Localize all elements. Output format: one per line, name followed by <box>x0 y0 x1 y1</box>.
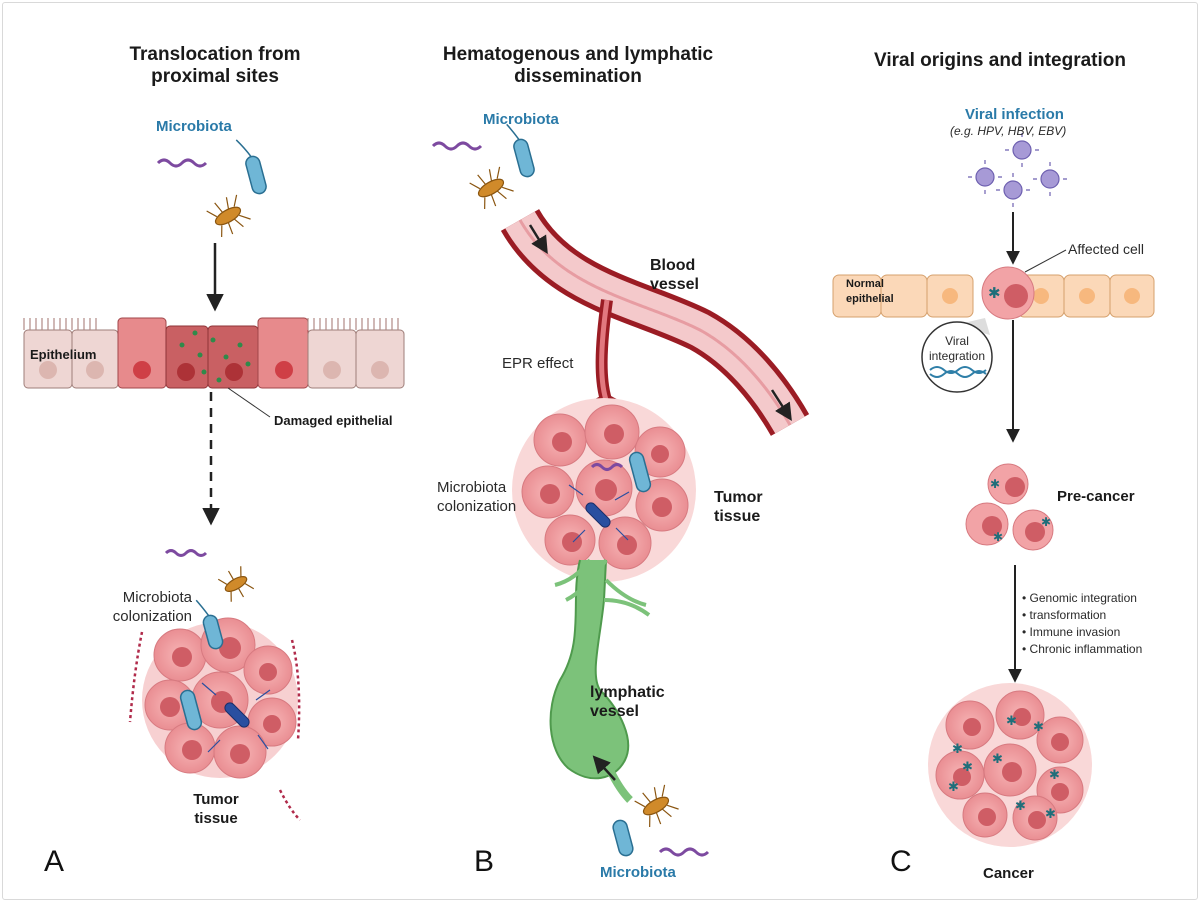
epithelium-layer <box>23 317 405 389</box>
svg-text:✱: ✱ <box>1041 515 1051 529</box>
step-immune-invasion: • Immune invasion <box>1022 625 1121 639</box>
colonization-b-line1: Microbiota <box>437 479 507 496</box>
panel-a-heading-line1: Translocation from <box>129 44 301 65</box>
svg-text:✱: ✱ <box>1049 768 1060 783</box>
progression-steps-list: • Genomic integration • transformation •… <box>1022 590 1142 658</box>
colonization-b-line2: colonization <box>437 498 517 515</box>
svg-text:✱: ✱ <box>993 530 1003 544</box>
epr-effect-label: EPR effect <box>502 355 574 372</box>
svg-text:✱: ✱ <box>952 742 963 757</box>
panel-letter-a: A <box>44 845 65 878</box>
flagellated-bacterium-icon <box>469 166 514 210</box>
panel-b-heading-line2: dissemination <box>514 66 642 87</box>
blood-vessel-label: Blood vessel <box>650 256 699 294</box>
viral-infection-label: Viral infection <box>965 106 1064 123</box>
flagellated-bacterium-icon <box>217 566 255 602</box>
blood-line1: Blood <box>650 257 696 274</box>
step-chronic-inflammation: • Chronic inflammation <box>1022 642 1143 656</box>
cancer-tissue: ✱✱✱ ✱✱✱ ✱✱✱ <box>928 683 1092 847</box>
svg-text:✱: ✱ <box>988 284 1001 302</box>
blood-line2: vessel <box>650 276 699 293</box>
epithelium-label: Epithelium <box>30 347 97 362</box>
step-transformation: • transformation <box>1022 608 1107 622</box>
panel-a-heading-line2: proximal sites <box>151 66 279 87</box>
spirochete-icon <box>658 847 710 857</box>
normal-epithelial-label: Normal epithelial <box>846 277 894 307</box>
damaged-epithelial-label: Damaged epithelial <box>274 413 393 428</box>
normal-epithelium-row: ✱ <box>832 266 1155 320</box>
viral-integration-label: Viral integration <box>928 334 986 364</box>
colonization-label-a: Microbiota colonization <box>82 588 192 626</box>
cancer-label: Cancer <box>983 865 1034 882</box>
svg-text:✱: ✱ <box>962 760 973 775</box>
normal-line1: Normal <box>846 278 884 290</box>
panel-a-art <box>23 139 405 821</box>
colonization-a-line1: Microbiota <box>122 589 192 606</box>
viral-examples-label: (e.g. HPV, HBV, EBV) <box>950 124 1067 138</box>
lymphatic-vessel-label: lymphatic vessel <box>590 683 665 721</box>
panel-letter-b: B <box>474 845 495 878</box>
viral-int-line1: Viral <box>945 334 969 348</box>
panel-letter-c: C <box>890 845 912 878</box>
viral-integration-inset <box>921 321 993 393</box>
panel-c-art: ✱ ✱✱✱ <box>832 133 1155 847</box>
pre-cancer-label: Pre-cancer <box>1057 488 1135 505</box>
spirochete-icon <box>431 141 483 151</box>
blood-vessel <box>500 208 810 443</box>
panel-a-heading: Translocation from proximal sites <box>100 44 330 88</box>
panel-b-heading: Hematogenous and lymphatic dissemination <box>430 44 726 88</box>
microbiota-label-b-top: Microbiota <box>483 111 559 128</box>
svg-text:✱: ✱ <box>1033 720 1044 735</box>
affected-cell-label: Affected cell <box>1068 241 1145 257</box>
tumor-a-line2: tissue <box>194 810 238 827</box>
pre-cancer-cells: ✱ ✱ ✱ <box>965 463 1054 551</box>
microbiota-label-b-bottom: Microbiota <box>600 864 676 881</box>
colonization-a-line2: colonization <box>112 608 192 625</box>
tumor-b-line1: Tumor <box>714 489 763 506</box>
rod-bacterium-icon <box>195 599 224 650</box>
colonization-label-b: Microbiota colonization <box>437 478 516 516</box>
lymphatic-vessel <box>549 558 651 803</box>
rod-bacterium-icon <box>506 123 535 178</box>
virus-icons <box>975 140 1060 200</box>
spirochete-icon <box>164 549 208 557</box>
microbiota-label-a: Microbiota <box>156 118 232 135</box>
panel-b-heading-line1: Hematogenous and lymphatic <box>442 44 714 65</box>
tumor-tissue-b <box>512 398 696 582</box>
tumor-b-line2: tissue <box>714 508 761 525</box>
panel-c-heading: Viral origins and integration <box>874 50 1126 71</box>
lymph-line2: vessel <box>590 703 639 720</box>
rod-bacterium-icon <box>235 139 267 195</box>
tumor-label-a: Tumor tissue <box>176 790 256 828</box>
rod-bacterium-icon <box>612 819 634 857</box>
svg-text:✱: ✱ <box>1006 714 1017 729</box>
svg-text:✱: ✱ <box>1045 807 1056 822</box>
svg-text:✱: ✱ <box>948 780 959 795</box>
step-genomic-integration: • Genomic integration <box>1022 591 1137 605</box>
flagellated-bacterium-icon <box>206 194 251 238</box>
svg-text:✱: ✱ <box>1015 799 1026 814</box>
panel-b-art <box>431 123 810 857</box>
svg-text:✱: ✱ <box>992 752 1003 767</box>
svg-text:✱: ✱ <box>990 477 1000 491</box>
viral-int-line2: integration <box>928 349 986 363</box>
flagellated-bacterium-icon <box>634 784 679 828</box>
tumor-label-b: Tumor tissue <box>714 488 763 526</box>
lymph-line1: lymphatic <box>590 684 665 701</box>
tumor-a-line1: Tumor <box>193 791 239 808</box>
spirochete-icon <box>156 158 208 168</box>
normal-line2: epithelial <box>846 293 894 305</box>
